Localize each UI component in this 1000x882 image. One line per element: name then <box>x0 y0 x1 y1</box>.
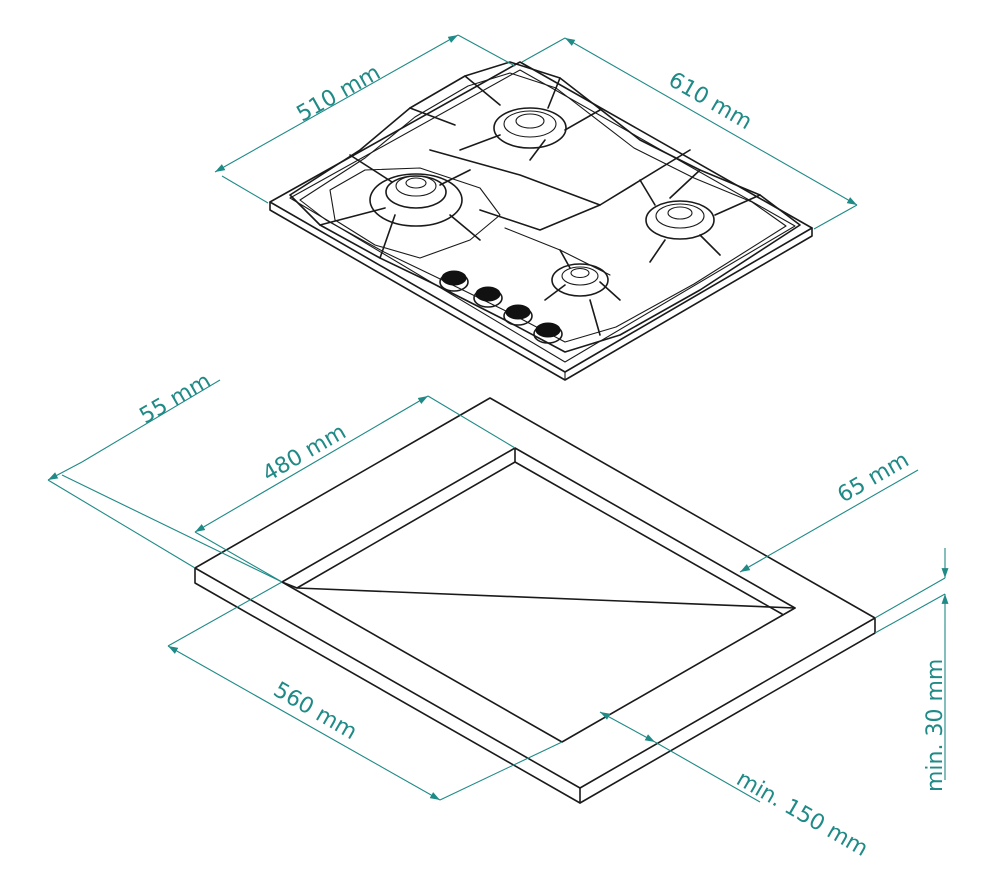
burner-back-left <box>493 107 567 149</box>
cutout-width-label: 480 mm <box>259 420 351 488</box>
knob-3 <box>503 304 533 326</box>
hob-width-label: 510 mm <box>293 60 385 127</box>
control-knobs <box>439 270 563 344</box>
burner-front <box>551 263 609 297</box>
knob-1 <box>439 270 469 292</box>
back-clearance-dimension: min. 150 mm <box>599 711 872 862</box>
knob-2 <box>473 286 503 308</box>
cutout-opening <box>281 447 796 743</box>
hob-depth-label: 610 mm <box>664 68 756 136</box>
cutout-depth-dimension: 560 mm <box>167 581 563 801</box>
side-margin-dimension: 65 mm <box>739 448 919 573</box>
burner-wok <box>369 173 463 227</box>
knob-4 <box>533 322 563 344</box>
back-clearance-label: min. 150 mm <box>732 767 872 862</box>
hob-width-dimension: 510 mm <box>214 34 516 204</box>
burner-right <box>645 200 715 240</box>
side-margin-label: 65 mm <box>834 448 914 509</box>
hob-plate-front-edge <box>269 201 813 381</box>
front-margin-dimension: 55 mm <box>47 369 283 583</box>
thickness-label: min. 30 mm <box>923 659 948 792</box>
thickness-dimension: min. 30 mm <box>874 548 949 792</box>
hob-depth-dimension: 610 mm <box>521 37 858 230</box>
front-margin-label: 55 mm <box>136 369 216 430</box>
